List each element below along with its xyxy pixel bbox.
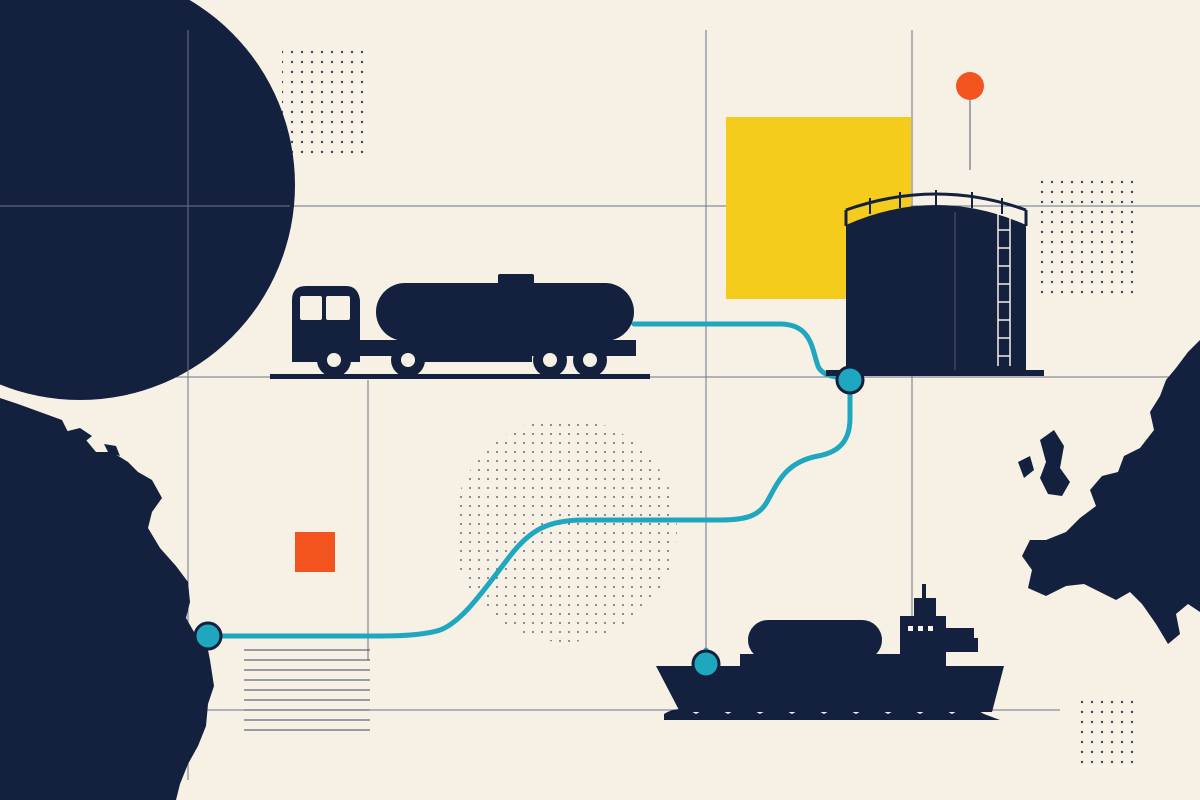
- orange-pin-marker: [956, 72, 984, 170]
- route-node-ship: [691, 649, 721, 679]
- route-node-tank: [835, 365, 865, 395]
- large-navy-globe: [0, 0, 295, 400]
- storage-tank-icon: [826, 190, 1044, 376]
- striped-block: [244, 649, 370, 731]
- coast-islands: [64, 428, 120, 456]
- tank-ladder: [997, 212, 1011, 366]
- dotted-circle: [453, 418, 677, 642]
- dot-patterns: [282, 44, 1138, 770]
- dot-grid-top-left: [282, 44, 366, 154]
- tanker-ship-icon: [656, 584, 1004, 720]
- orange-square: [295, 532, 335, 572]
- route-node-coast: [193, 621, 223, 651]
- europe-islands: [1018, 430, 1142, 594]
- south-america-coastline: [0, 398, 214, 800]
- tanker-truck-icon: [270, 274, 650, 379]
- dot-grid-top-right: [1040, 175, 1135, 300]
- globe-grid: [0, 30, 290, 380]
- europe-silhouette: [1022, 340, 1200, 644]
- dot-grid-bottom-right: [1078, 700, 1138, 770]
- route-nodes: [193, 365, 865, 679]
